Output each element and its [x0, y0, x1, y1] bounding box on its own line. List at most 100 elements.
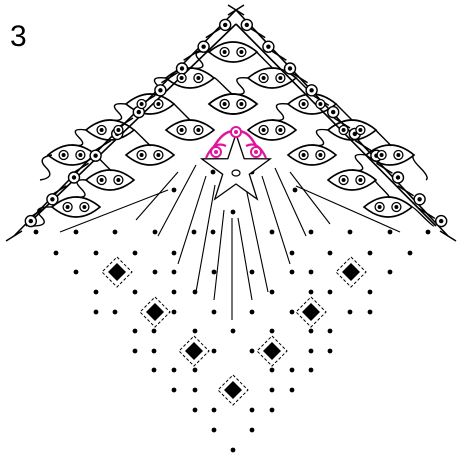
eye-motif — [207, 93, 259, 115]
pin-dot — [192, 367, 198, 373]
pin-dot — [249, 407, 255, 413]
pin-dot — [132, 289, 138, 295]
pin-dot — [439, 218, 444, 224]
pin-dot — [367, 250, 373, 256]
pin-dot — [269, 367, 275, 373]
straight-guide-lines-layer — [59, 164, 401, 320]
guide-line — [237, 217, 253, 301]
eye-motif — [207, 93, 259, 115]
pin-dot — [278, 128, 283, 132]
highlight-thread — [245, 143, 268, 159]
wavy-thread — [132, 128, 152, 147]
pin-dot — [179, 128, 184, 132]
pin-dot — [93, 289, 99, 295]
pin-dot — [289, 367, 295, 373]
pin-dot — [379, 153, 384, 157]
pin-dot — [71, 175, 77, 180]
pin-dot — [171, 367, 177, 373]
pin-dot — [112, 229, 118, 235]
diamond-icon — [224, 381, 242, 399]
pin-dot — [292, 187, 298, 193]
pin-dot — [73, 269, 79, 275]
pin-dot — [171, 289, 177, 295]
pin-dot — [289, 387, 295, 393]
guide-line — [195, 184, 216, 293]
pin-dot — [116, 128, 121, 132]
eye-motif — [207, 41, 259, 63]
pin-dot — [308, 328, 314, 334]
pin-dot — [210, 169, 216, 175]
ringed-pins-layer — [24, 18, 448, 228]
pin-dot — [211, 269, 217, 275]
pin-dot — [211, 407, 217, 413]
edge-thread-line — [25, 23, 237, 227]
pin-dot — [158, 88, 163, 93]
wavy-thread — [351, 153, 367, 172]
pin-dot — [223, 22, 228, 28]
pin-dot — [82, 205, 87, 209]
wavy-thread — [334, 102, 354, 122]
pin-dot — [152, 269, 158, 275]
pin-dot — [269, 407, 275, 413]
edge-cross-tick — [418, 207, 436, 220]
eye-motif — [84, 169, 136, 191]
edge-cross-tick — [94, 139, 112, 152]
diamond-tallies-layer — [101, 256, 367, 406]
diamond-outline — [256, 335, 288, 367]
pin-dot — [327, 289, 333, 295]
pin-dot — [192, 289, 198, 295]
diamond-outline — [335, 256, 367, 288]
wavy-thread — [374, 128, 392, 147]
wavy-thread — [39, 154, 53, 181]
pin-dot — [358, 128, 363, 132]
wavy-thread — [311, 128, 329, 147]
pin-dot — [210, 229, 216, 235]
guide-line — [261, 175, 291, 265]
pin-dot — [191, 229, 197, 235]
pin-dot — [50, 197, 55, 202]
pin-dot — [395, 175, 401, 180]
wavy-thread — [109, 102, 127, 122]
pin-dot — [61, 153, 66, 157]
pin-dot — [211, 309, 217, 315]
pin-dot — [289, 250, 295, 256]
pin-dot — [196, 128, 201, 132]
step-number: 3 — [10, 20, 27, 53]
pin-dot — [327, 328, 333, 334]
eye-motif — [246, 119, 298, 141]
pin-dot — [99, 128, 104, 132]
wavy-thread — [255, 50, 274, 70]
wavy-thread — [411, 206, 435, 227]
pin-dot — [301, 153, 306, 157]
pin-dot — [196, 76, 201, 80]
highlight-thread — [204, 143, 227, 159]
pin-dot — [341, 178, 346, 182]
diamond-outline — [217, 374, 249, 406]
pin-dot — [327, 348, 333, 354]
pin-dot — [93, 153, 98, 158]
pin-dot — [278, 76, 283, 80]
edge-cross-tick — [270, 49, 287, 61]
diamond-outline — [295, 296, 327, 328]
guide-line — [59, 189, 169, 233]
wavy-thread — [412, 154, 428, 181]
eye-motif — [164, 119, 216, 141]
diamond-outline — [178, 335, 210, 367]
pin-dot — [352, 131, 357, 137]
edge-cross-tick — [227, 4, 245, 16]
pin-dot — [132, 250, 138, 256]
edge-cross-tick — [5, 230, 23, 242]
pin-dot — [249, 269, 255, 275]
diamond-icon — [302, 303, 320, 321]
pin-dot — [318, 153, 323, 157]
pin-dot — [65, 205, 70, 209]
wavy-thread — [172, 102, 192, 122]
pin-dot — [78, 153, 83, 157]
pin-dot — [139, 153, 144, 157]
pin-dot — [192, 407, 198, 413]
edge-cross-tick — [205, 26, 223, 39]
pin-dot — [269, 387, 275, 393]
pin-dot — [269, 229, 275, 235]
diamond-outline — [101, 256, 133, 288]
